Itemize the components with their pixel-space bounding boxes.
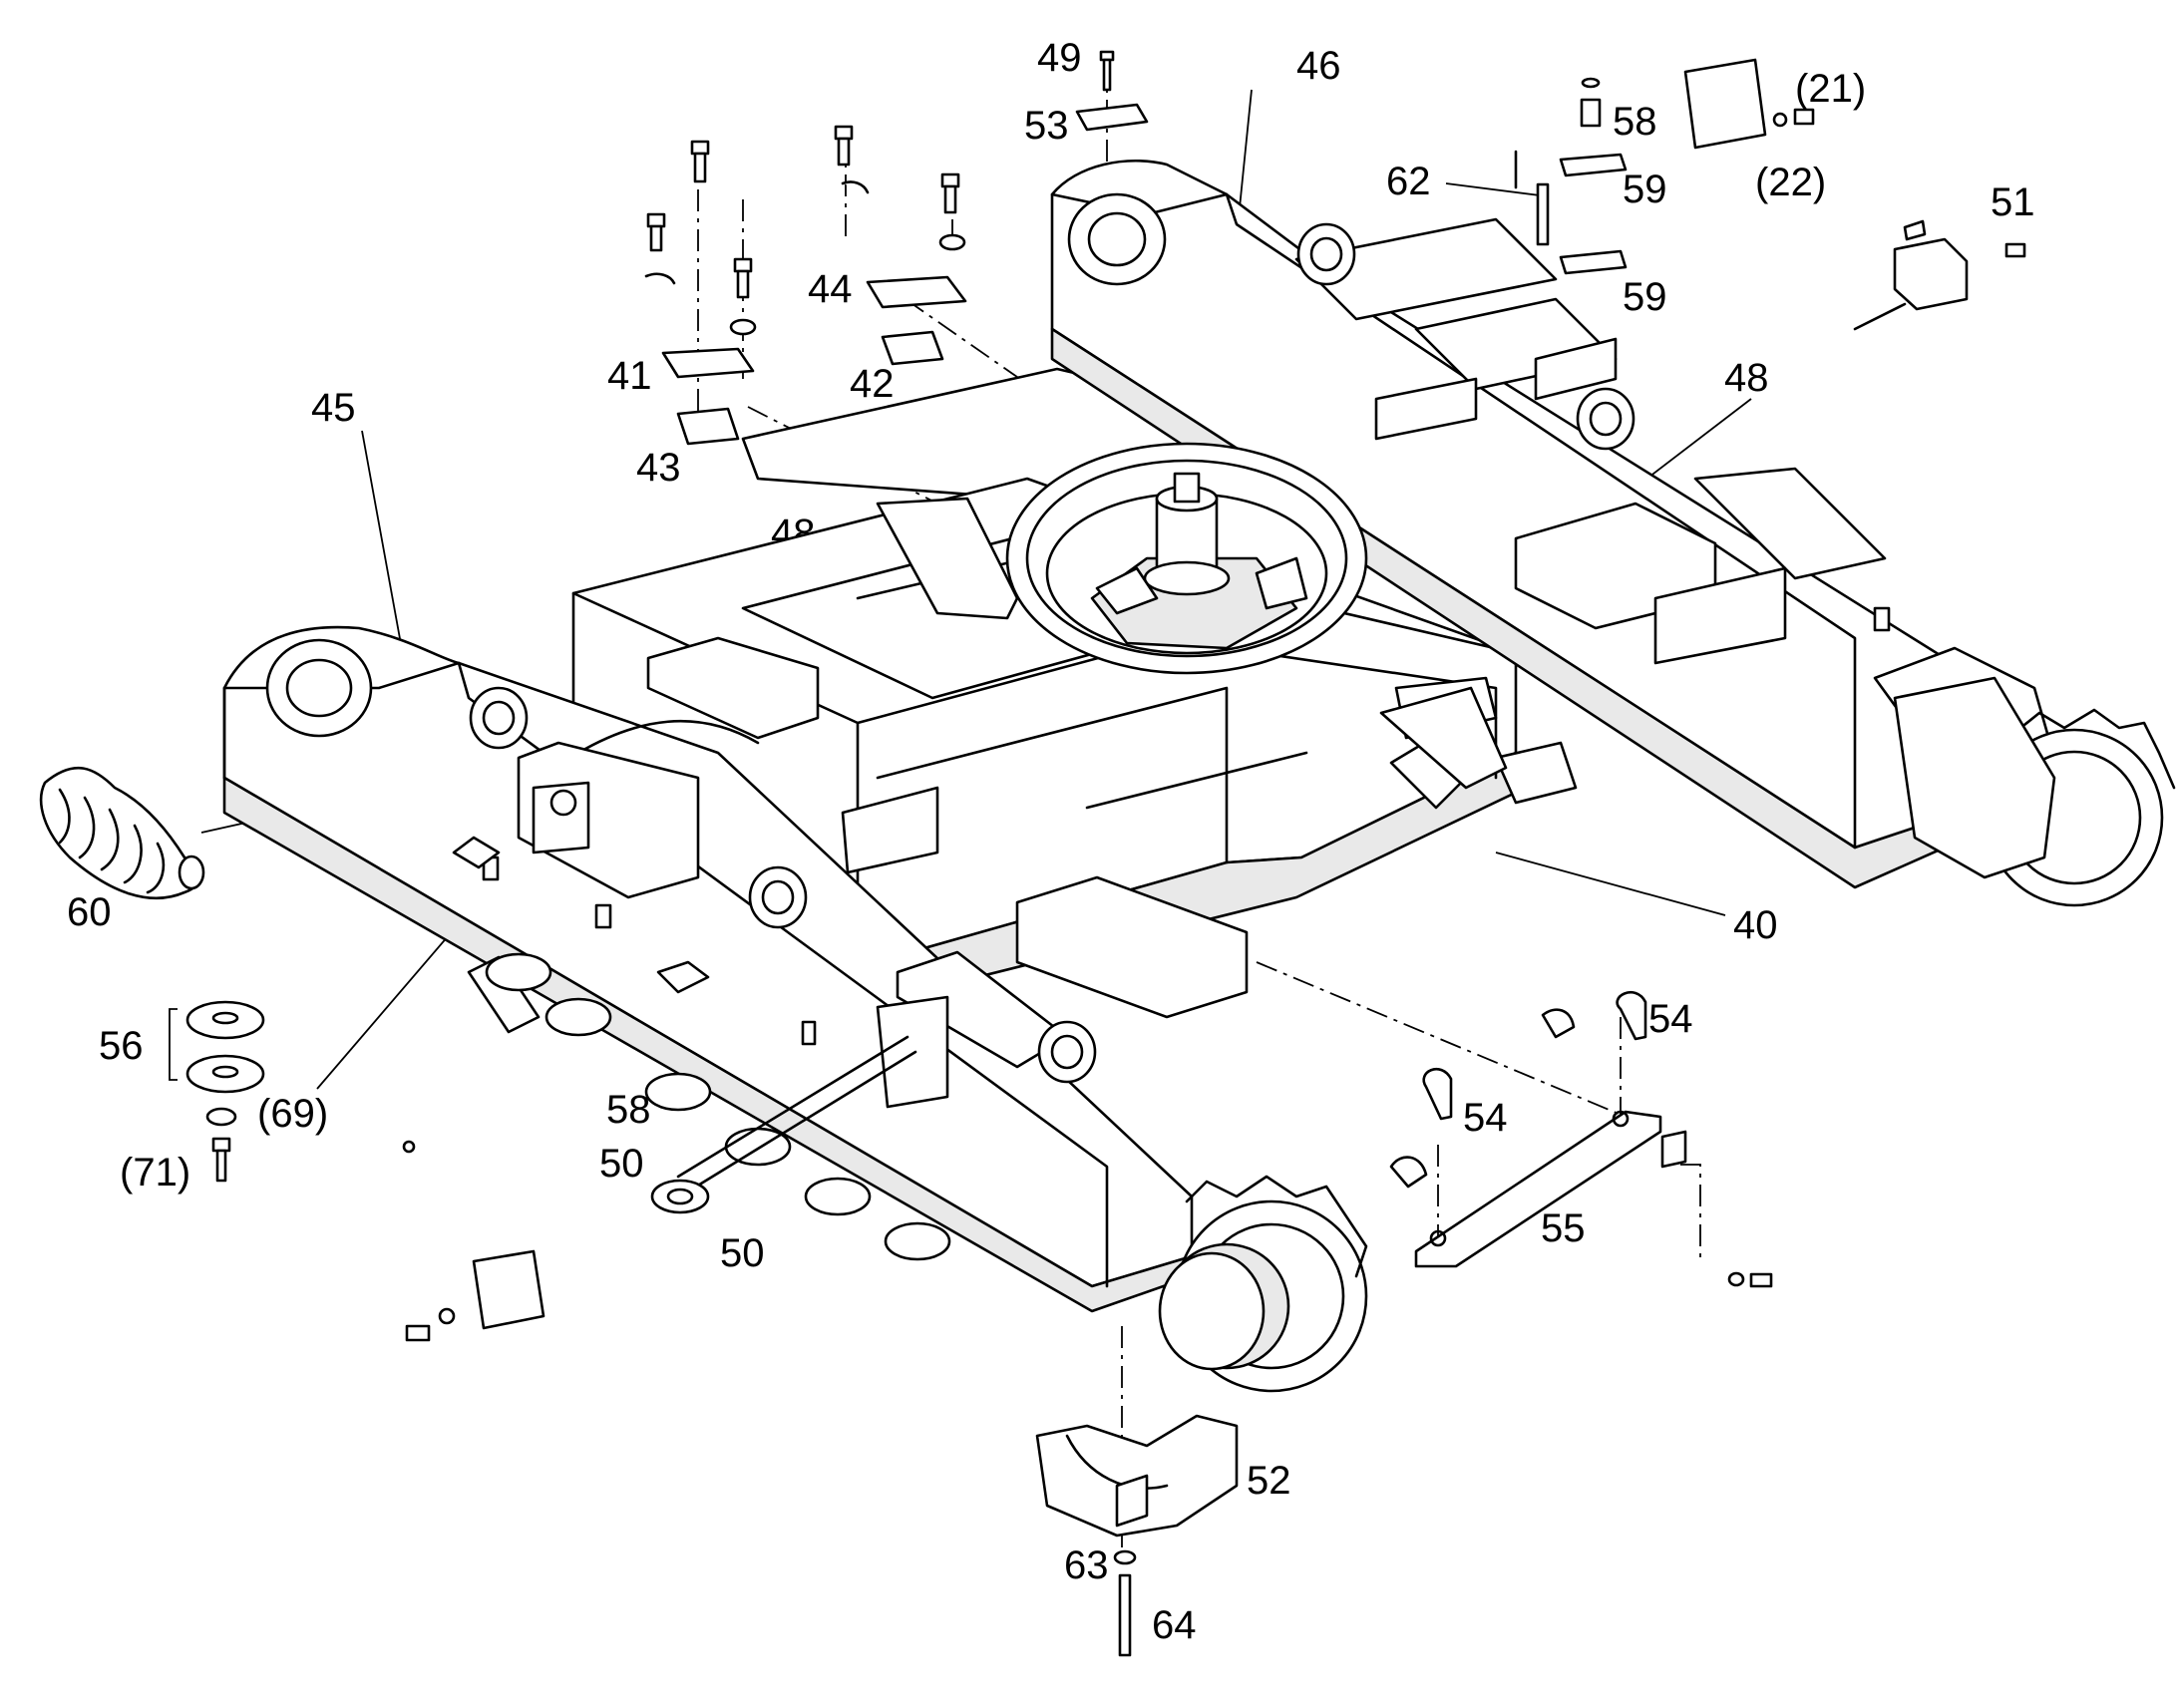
label-59-upper: 59 [1623,168,1667,211]
label-56: 56 [99,1024,144,1068]
label-21: (21) [1795,67,1866,111]
label-54-left: 54 [1463,1096,1508,1140]
axle-pin [650,1035,917,1214]
bottom-cover-plate [405,1249,545,1342]
label-62: 62 [1386,160,1431,203]
label-69: (69) [257,1092,328,1136]
label-60: 60 [67,890,112,934]
label-64: 64 [1152,1603,1197,1647]
parts-52-63-64 [1035,1414,1239,1657]
label-58-left: 58 [606,1088,651,1132]
label-52: 52 [1247,1459,1291,1503]
left-track-frame [222,625,1194,1313]
label-58-right: 58 [1613,100,1657,144]
label-46: 46 [1296,44,1341,88]
label-49: 49 [1037,36,1082,80]
label-54-right: 54 [1648,997,1693,1041]
track-rails [646,337,1787,1019]
parts-41-44 [644,125,967,446]
left-sprocket [1158,1175,1368,1393]
left-track-rollers [485,952,951,1261]
label-55: 55 [1541,1206,1586,1250]
label-50-upper: 50 [599,1142,644,1186]
label-48-right: 48 [1724,356,1769,400]
top-right-parts [1075,50,2026,331]
parts-54-55 [1389,990,1773,1288]
label-59-lower: 59 [1623,275,1667,319]
right-sprocket [1893,676,2176,907]
label-45: 45 [311,386,356,430]
label-41: 41 [607,354,652,398]
label-22: (22) [1755,161,1826,204]
label-51: 51 [1991,180,2035,224]
label-63: 63 [1064,1543,1109,1587]
label-44: 44 [808,267,853,311]
slewing-ring [1005,442,1368,675]
part-labels: (21) (22) 40 41 42 43 44 45 46 48 48 49 … [67,36,2035,1647]
label-50-lower: 50 [720,1231,765,1275]
label-40: 40 [1733,903,1778,947]
label-42: 42 [850,362,895,406]
label-43: 43 [636,446,681,490]
part-60-spring [39,766,205,900]
label-71: (71) [120,1151,190,1195]
label-53: 53 [1024,104,1069,148]
part-56-washers [185,1000,265,1183]
